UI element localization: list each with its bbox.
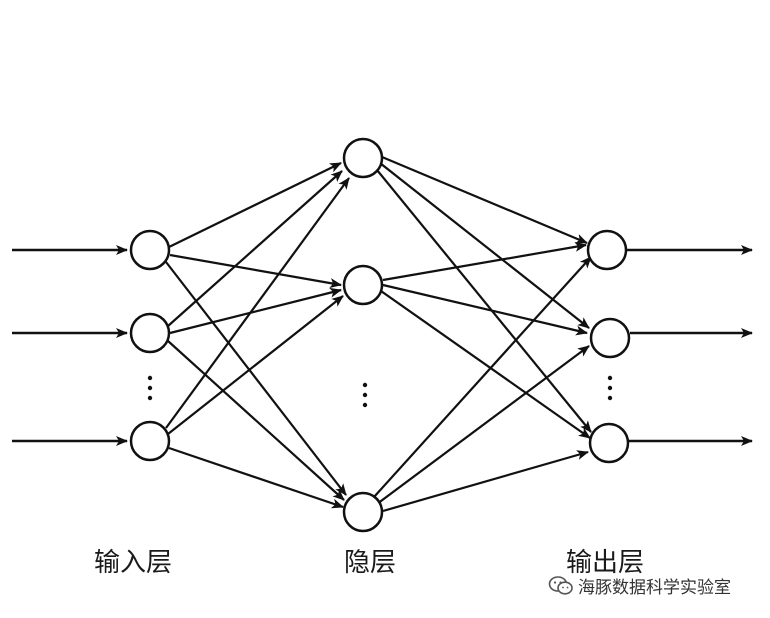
output-node-1 [586,229,628,271]
hidden-ellipsis [362,382,368,408]
hidden-node-2 [342,264,384,306]
wechat-icon [548,575,573,595]
input-node-2 [129,312,171,354]
hidden-layer-label: 隐层 [343,548,397,578]
hidden-node-1 [342,137,384,179]
input-ellipsis [147,375,153,401]
output-node-3 [588,422,630,464]
hidden-node-3 [342,491,384,533]
input-hidden-connections [165,162,350,509]
output-layer-label: 输出层 [565,548,645,578]
input-node-1 [129,229,171,271]
input-node-3 [129,420,171,462]
hidden-output-connections [373,155,592,513]
input-layer-label: 输入层 [93,548,173,578]
watermark: 海豚数据科学实验室 [548,573,731,598]
output-node-2 [589,317,631,359]
watermark-text: 海豚数据科学实验室 [578,578,731,598]
output-ellipsis [607,375,613,401]
